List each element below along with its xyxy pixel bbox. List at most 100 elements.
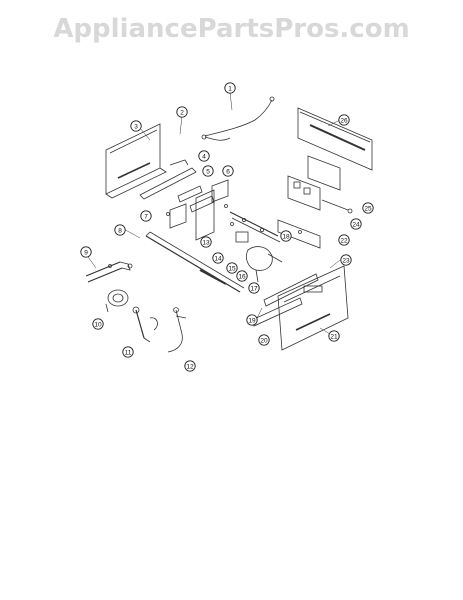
callout-number: 21 xyxy=(330,333,338,340)
callout-number: 19 xyxy=(248,317,256,324)
part-small-brackets xyxy=(177,179,229,213)
callout-number: 5 xyxy=(206,168,210,175)
callout-23: 23 xyxy=(340,254,352,266)
callout-number: 25 xyxy=(364,205,372,212)
callout-circle xyxy=(122,346,134,358)
callout-circle xyxy=(224,82,236,94)
callout-12: 12 xyxy=(184,360,196,372)
part-mounting-plate xyxy=(307,155,341,191)
callout-21: 21 xyxy=(328,330,340,342)
callout-22: 22 xyxy=(338,234,350,246)
callout-circle xyxy=(258,334,270,346)
callout-11: 11 xyxy=(122,346,134,358)
callout-number: 12 xyxy=(186,363,194,370)
callout-24: 24 xyxy=(350,218,362,230)
callout-10: 10 xyxy=(92,318,104,330)
callout-20: 20 xyxy=(258,334,270,346)
callout-circle xyxy=(328,330,340,342)
callout-circle xyxy=(362,202,374,214)
callout-circle xyxy=(202,165,214,177)
callout-number: 1 xyxy=(228,85,232,92)
callout-circle xyxy=(92,318,104,330)
callout-number: 9 xyxy=(84,249,88,256)
callout-4: 4 xyxy=(198,150,210,162)
part-igniter-coil xyxy=(105,289,129,313)
part-gasket-plate xyxy=(277,219,321,249)
callout-26: 26 xyxy=(338,114,350,126)
callout-8: 8 xyxy=(114,224,126,236)
callout-number: 20 xyxy=(260,337,268,344)
callout-number: 14 xyxy=(214,255,222,262)
callout-1: 1 xyxy=(224,82,236,94)
callout-14: 14 xyxy=(212,252,224,264)
callout-number: 17 xyxy=(250,285,258,292)
callout-circle xyxy=(246,314,258,326)
callout-number: 11 xyxy=(125,349,132,356)
part-spark-probe xyxy=(132,306,158,343)
part-control-panel-top xyxy=(297,107,373,171)
callout-13: 13 xyxy=(200,236,212,248)
part-lower-strips xyxy=(251,273,319,327)
callout-number: 10 xyxy=(94,321,102,328)
callout-circle xyxy=(200,236,212,248)
callout-number: 8 xyxy=(118,227,122,234)
callout-number: 22 xyxy=(340,237,348,244)
part-rail xyxy=(229,211,281,243)
callout-circle xyxy=(236,270,248,282)
callout-9: 9 xyxy=(80,246,92,258)
callout-number: 18 xyxy=(282,233,290,240)
callout-circle xyxy=(140,210,152,222)
callout-number: 2 xyxy=(180,109,184,116)
callout-circle xyxy=(280,230,292,242)
callout-number: 7 xyxy=(144,213,148,220)
callout-6: 6 xyxy=(222,165,234,177)
part-vertical-bracket xyxy=(169,189,215,241)
callout-number: 15 xyxy=(228,265,236,272)
callout-7: 7 xyxy=(140,210,152,222)
callout-circle xyxy=(80,246,92,258)
callout-number: 6 xyxy=(226,168,230,175)
callout-number: 23 xyxy=(342,257,350,264)
part-wire-lead xyxy=(167,307,187,353)
leader-lines xyxy=(85,91,341,335)
callout-circle xyxy=(130,120,142,132)
callout-circle xyxy=(198,150,210,162)
part-wire-harness xyxy=(201,96,275,141)
callout-number: 3 xyxy=(134,123,138,130)
callout-2: 2 xyxy=(176,106,188,118)
callout-number: 26 xyxy=(340,117,348,124)
part-valve-cluster xyxy=(235,231,283,283)
callout-number: 4 xyxy=(202,153,206,160)
callout-number: 16 xyxy=(238,273,246,280)
callout-circle xyxy=(114,224,126,236)
part-right-lower-panel xyxy=(277,265,349,351)
callout-17: 17 xyxy=(248,282,260,294)
callout-circle xyxy=(176,106,188,118)
callout-circle xyxy=(338,114,350,126)
callout-18: 18 xyxy=(280,230,292,242)
callout-circle xyxy=(340,254,352,266)
callout-16: 16 xyxy=(236,270,248,282)
callout-19: 19 xyxy=(246,314,258,326)
callout-number: 24 xyxy=(352,221,360,228)
callout-circle xyxy=(248,282,260,294)
part-switch-assembly xyxy=(287,175,353,214)
callout-circle xyxy=(338,234,350,246)
callout-circle xyxy=(222,165,234,177)
callout-circle xyxy=(184,360,196,372)
callout-circle xyxy=(212,252,224,264)
callout-circle xyxy=(226,262,238,274)
callout-15: 15 xyxy=(226,262,238,274)
callout-circle xyxy=(350,218,362,230)
watermark-logo: AppliancePartsPros.com xyxy=(53,14,410,44)
callout-number: 13 xyxy=(202,239,210,246)
part-screws xyxy=(108,204,302,268)
part-long-rail xyxy=(145,231,245,293)
callout-5: 5 xyxy=(202,165,214,177)
part-burner-tube xyxy=(85,261,133,283)
part-bracket-strip xyxy=(139,159,197,200)
part-left-panel xyxy=(105,123,167,199)
